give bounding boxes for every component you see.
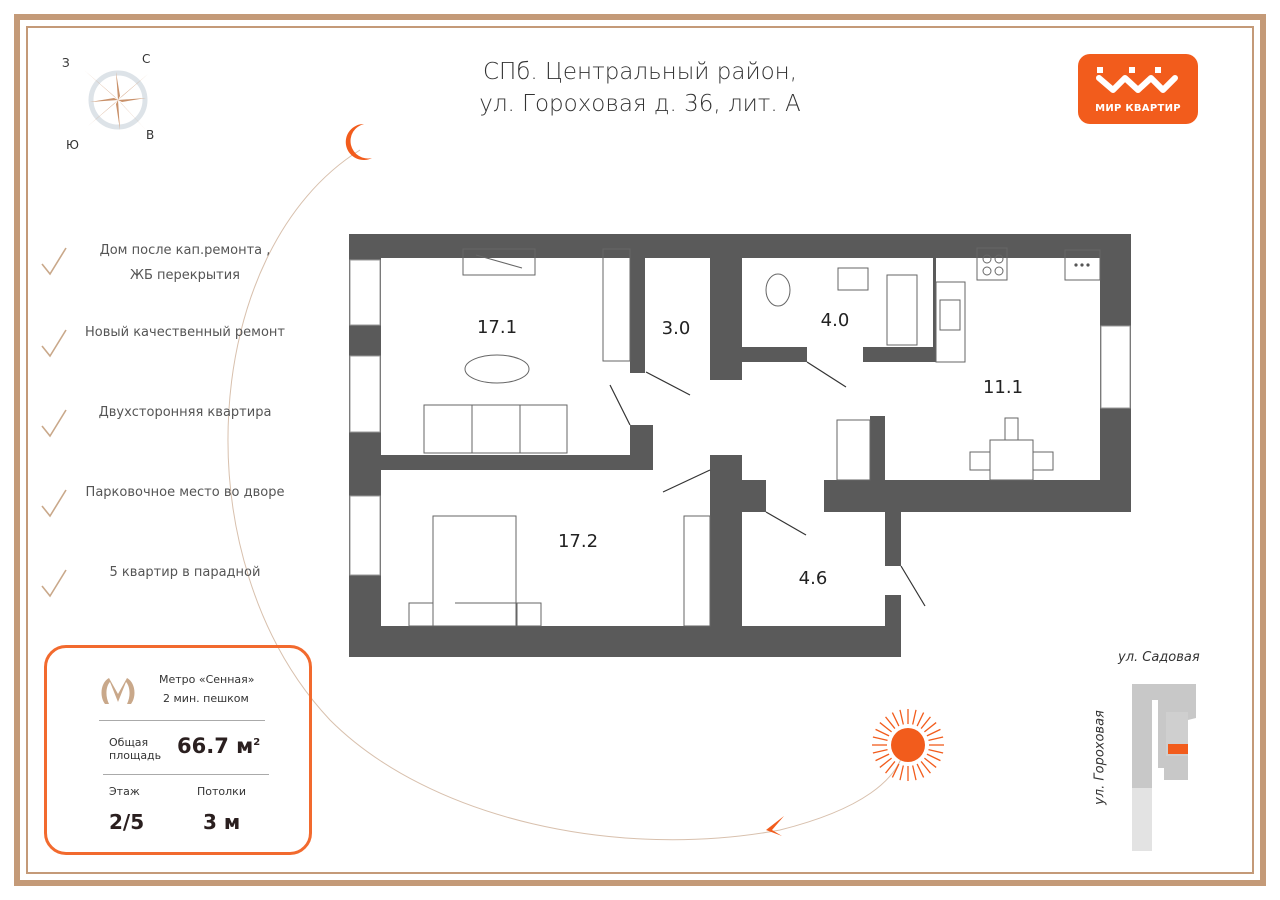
compass-south: Ю xyxy=(66,138,79,152)
sun-ray xyxy=(926,753,941,762)
outer-frame xyxy=(14,14,1266,886)
compass-west: З xyxy=(62,56,70,70)
sun-icon xyxy=(872,709,944,781)
location-map xyxy=(1132,684,1196,851)
feature-text: 5 квартир в парадной xyxy=(109,565,261,580)
sun-ray xyxy=(879,757,892,768)
sun-ray xyxy=(872,749,888,754)
compass-north: С xyxy=(142,52,151,66)
sun-ray xyxy=(912,765,917,781)
inner-frame xyxy=(26,26,1254,874)
sun-ray xyxy=(872,736,888,741)
check-icon xyxy=(41,489,67,518)
feature-text: Двухсторонняя квартира xyxy=(98,405,272,420)
title-line-1: СПб. Центральный район, xyxy=(482,59,798,85)
logo: МИР КВАРТИР xyxy=(1078,54,1198,124)
sun-ray xyxy=(928,736,944,741)
feature-item: Новый качественный ремонт xyxy=(40,320,300,380)
divider xyxy=(103,774,269,775)
page-title: СПб. Центральный район, ул. Гороховая д.… xyxy=(400,56,880,120)
divider xyxy=(99,720,265,721)
compass-rose-icon xyxy=(84,70,148,130)
sun-ray xyxy=(891,712,900,727)
windows xyxy=(349,259,1131,576)
metro-icon xyxy=(101,678,135,704)
sun-ray xyxy=(926,728,941,737)
room-area-bedroom: 17.2 xyxy=(558,531,598,552)
feature-item: Дом после кап.ремонта ,ЖБ перекрытия xyxy=(40,238,300,298)
sun-ray xyxy=(916,712,925,727)
feature-item: 5 квартир в парадной xyxy=(40,560,300,620)
check-icon xyxy=(41,569,67,598)
title-line-2: ул. Гороховая д. 36, лит. А xyxy=(479,91,801,117)
sun-ray xyxy=(924,757,937,768)
sun-ray xyxy=(920,716,931,729)
sun-ray xyxy=(879,722,892,733)
floor-value: 2/5 xyxy=(109,810,145,834)
sun-ray xyxy=(899,709,904,725)
sun-ray xyxy=(916,763,925,778)
sun-ray xyxy=(912,709,917,725)
check-icon xyxy=(41,409,67,438)
street-top-label: ул. Садовая xyxy=(1118,650,1200,665)
sun-ray xyxy=(891,763,900,778)
sun-ray xyxy=(885,761,896,774)
logo-mark-icon xyxy=(1096,67,1178,93)
sun-ray xyxy=(924,722,937,733)
doors xyxy=(609,361,926,607)
feature-text: Дом после кап.ремонта ,ЖБ перекрытия xyxy=(99,243,271,283)
stove-dots xyxy=(1074,263,1090,267)
street-side-label: ул. Гороховая xyxy=(1092,710,1108,805)
feature-text: Парковочное место во дворе xyxy=(85,485,285,500)
compass-east: В xyxy=(146,128,155,142)
metro-name: Метро «Сенная» xyxy=(159,673,255,686)
feature-item: Двухсторонняя квартира xyxy=(40,400,300,460)
ceiling-value: 3 м xyxy=(203,810,241,834)
furniture xyxy=(408,247,1101,627)
feature-text: Новый качественный ремонт xyxy=(84,325,286,340)
direction-arrow-icon xyxy=(766,816,784,836)
sun-ray xyxy=(885,716,896,729)
sun-ray xyxy=(899,765,904,781)
ceiling-label: Потолки xyxy=(197,785,246,798)
room-area-bathroom: 4.0 xyxy=(821,310,850,331)
room-area-kitchen: 11.1 xyxy=(983,377,1023,398)
walls xyxy=(349,234,1131,657)
room-area-hallway: 4.6 xyxy=(799,568,828,589)
sun-ray xyxy=(875,728,890,737)
logo-text: МИР КВАРТИР xyxy=(1095,103,1181,114)
moon-icon xyxy=(345,123,372,160)
sun-ray xyxy=(920,761,931,774)
sun-ray xyxy=(875,753,890,762)
floor-label: Этаж xyxy=(109,785,140,798)
room-area-living: 17.1 xyxy=(477,317,517,338)
feature-item: Парковочное место во дворе xyxy=(40,480,300,540)
apartment-marker xyxy=(1168,744,1188,754)
check-icon xyxy=(41,247,67,276)
check-icon xyxy=(41,329,67,358)
room-area-closet: 3.0 xyxy=(662,318,691,339)
compass: З С В Ю xyxy=(60,50,160,152)
area-value: 66.7 м2 xyxy=(177,734,261,758)
sun-ray xyxy=(928,749,944,754)
metro-walk-time: 2 мин. пешком xyxy=(163,692,249,705)
